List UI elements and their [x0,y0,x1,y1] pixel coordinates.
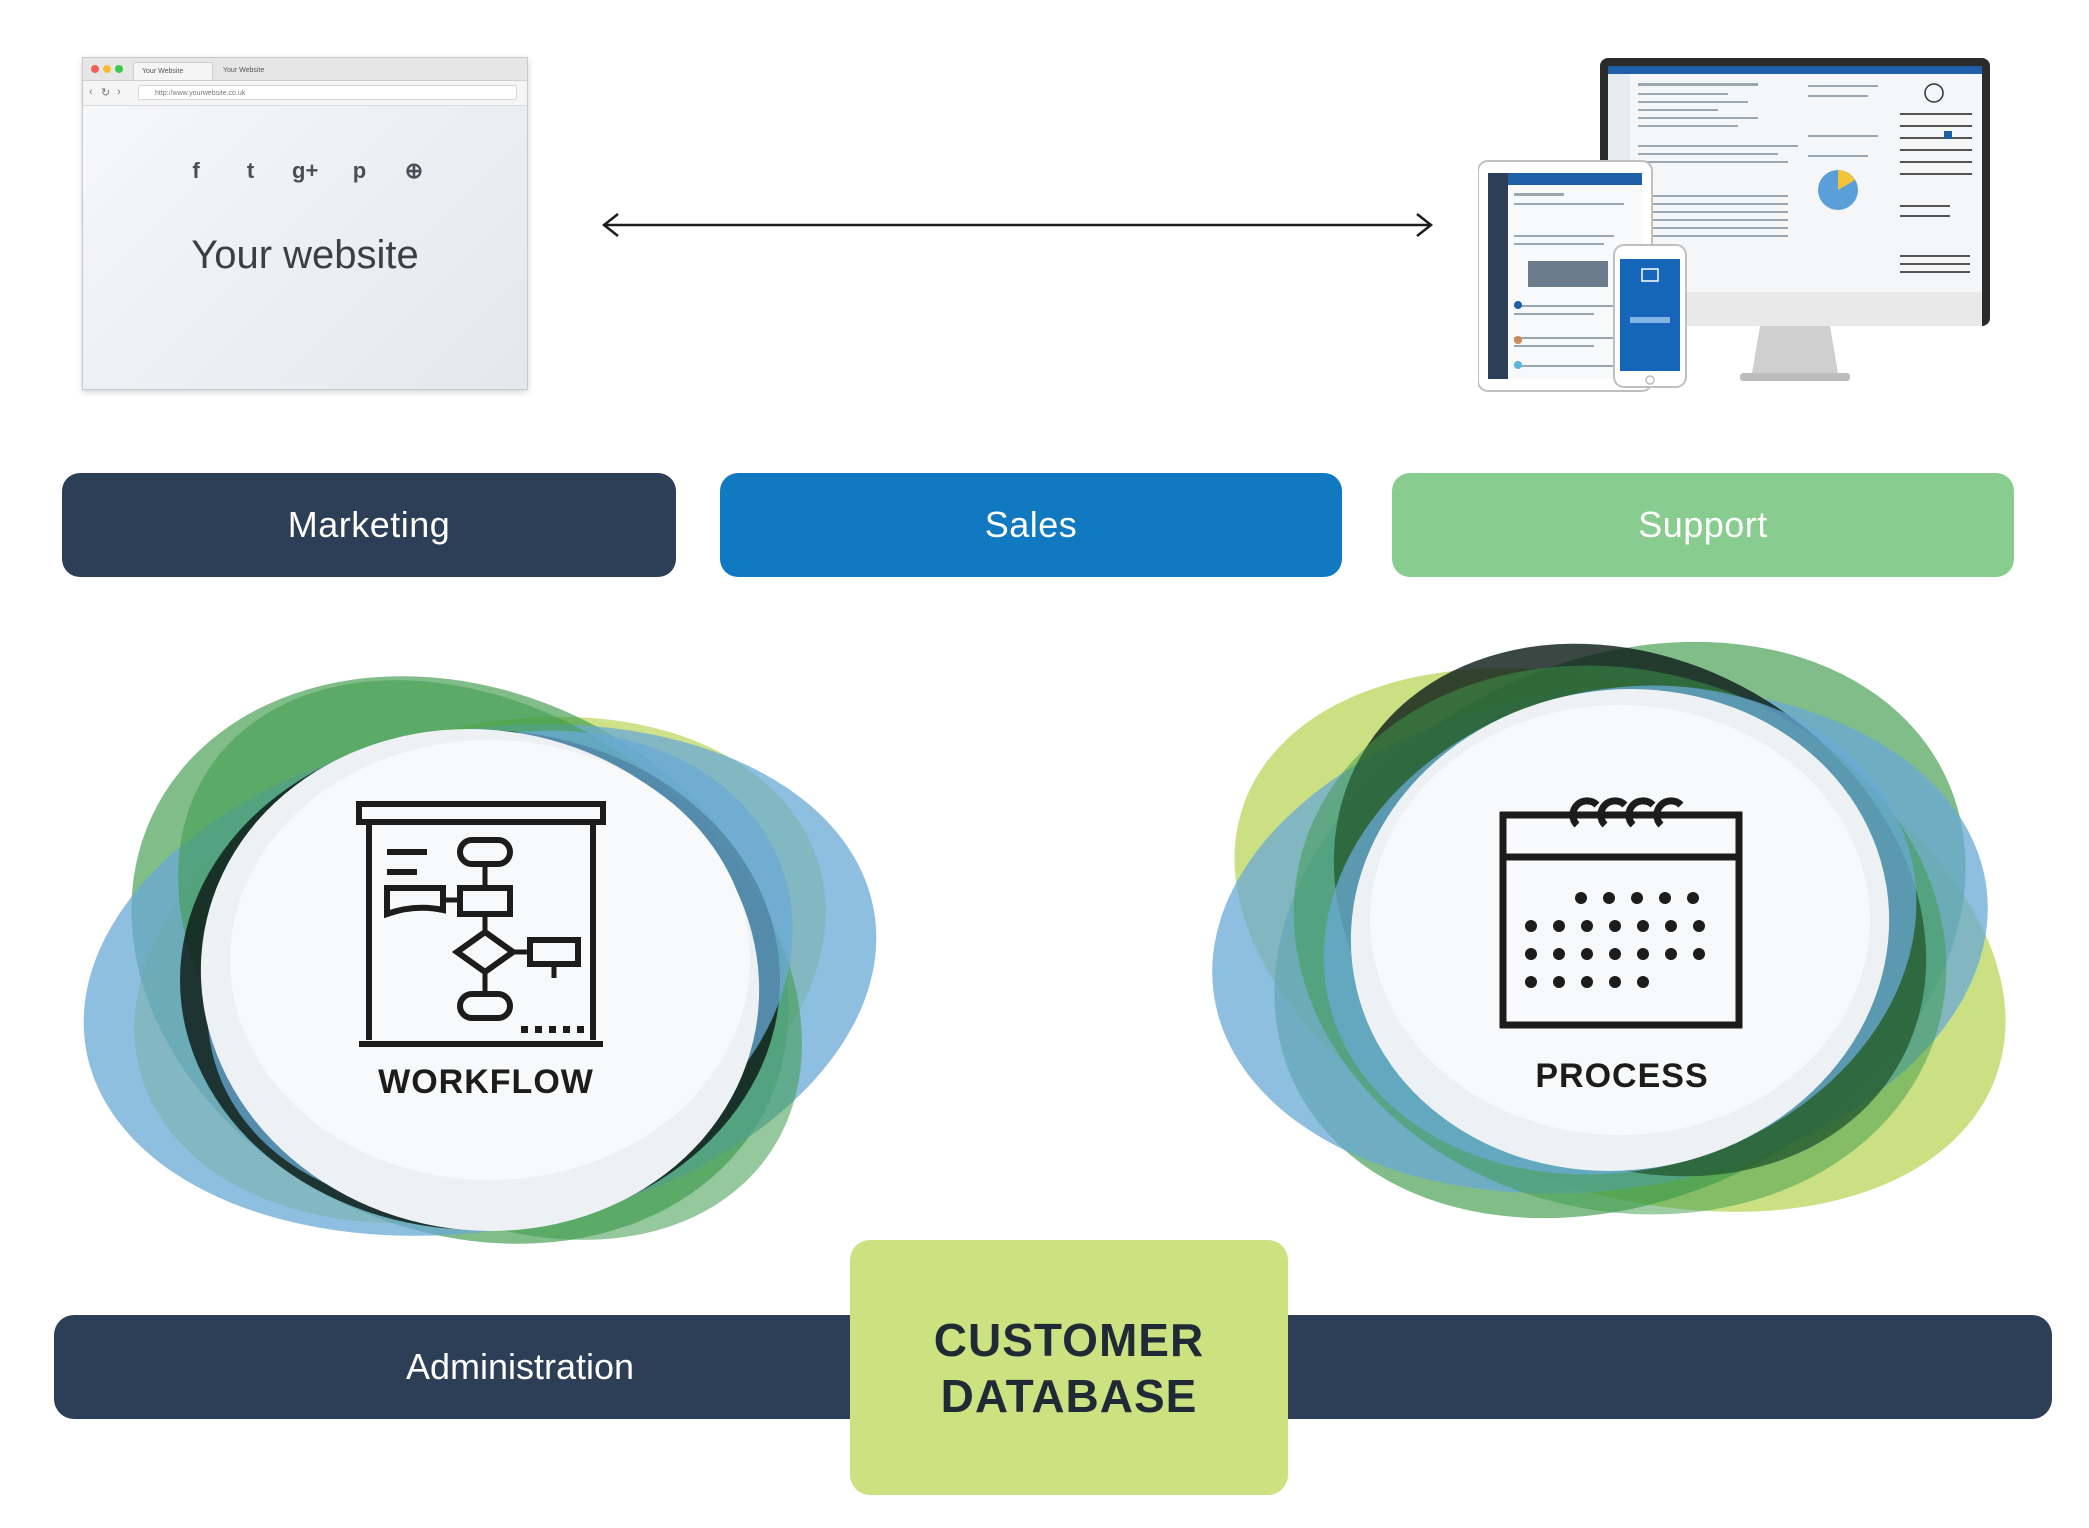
browser-address-bar: http://www.yourwebsite.co.uk [138,85,517,100]
administration-label: Administration [405,1346,635,1387]
google-plus-icon: g+ [292,158,319,183]
process-label: PROCESS [1535,1057,1709,1095]
dribbble-icon: ⊕ [404,158,424,183]
social-icons-row: f t g+ p ⊕ [83,158,527,184]
browser-tab-2: Your Website [223,67,265,74]
browser-tab-bar: Your Website Your Website [83,58,527,81]
twitter-icon: t [246,158,255,183]
support-pill: Support [1392,473,2014,577]
process-blob [1212,641,2006,1219]
forward-arrow-icon: › [117,86,121,98]
workflow-blob [83,676,877,1244]
marketing-pill: Marketing [62,473,676,577]
facebook-icon: f [192,158,200,183]
calendar-icon [1499,797,1743,1029]
reload-icon: ↻ [101,87,111,99]
website-browser-mockup: Your Website Your Website ‹ ↻ › http://w… [82,57,528,390]
website-title: Your website [191,233,419,277]
close-dot-icon [91,65,99,73]
tablet-icon [1478,160,1653,392]
sync-double-arrow-icon [601,213,1434,237]
sales-pill: Sales [720,473,1342,577]
back-arrow-icon: ‹ [89,86,93,98]
smartphone-icon [1613,244,1687,388]
database-label-line1: CUSTOMER [933,1313,1205,1366]
maximize-dot-icon [115,65,123,73]
customer-database-box: CUSTOMER DATABASE [850,1240,1288,1495]
browser-tab-1: Your Website [133,62,213,80]
minimize-dot-icon [103,65,111,73]
database-label-line2: DATABASE [940,1369,1198,1422]
workflow-label: WORKFLOW [378,1063,594,1101]
pinterest-icon: p [352,158,367,183]
browser-address-row: ‹ ↻ › http://www.yourwebsite.co.uk [83,81,527,106]
workflow-flowchart-icon [356,801,606,1047]
crm-devices-mockup [1478,58,1990,392]
